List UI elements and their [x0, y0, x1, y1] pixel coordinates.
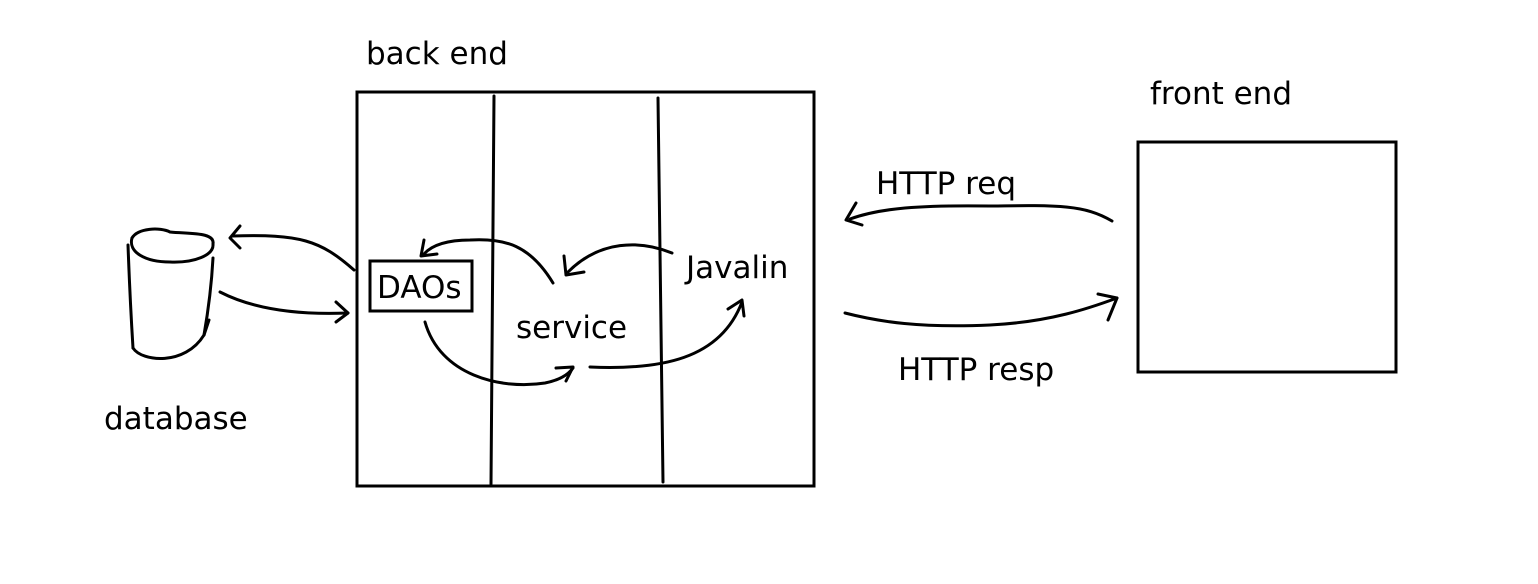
arrow-database-to-daos — [218, 290, 350, 324]
front-end-label: front end — [1150, 76, 1292, 112]
arrow-service-to-daos-line — [422, 238, 555, 285]
arrow-javalin-to-service-head — [562, 254, 586, 277]
layer-divider-service-javalin — [656, 96, 665, 484]
database-label: database — [104, 401, 248, 437]
arrow-service-to-javalin-line — [588, 300, 744, 369]
daos-label: DAOs — [377, 270, 462, 306]
arrow-daos-to-service-line — [423, 320, 575, 387]
back-end-label: back end — [366, 36, 508, 72]
arrow-daos-to-database — [228, 224, 356, 272]
http-resp-label: HTTP resp — [898, 352, 1054, 388]
arrow-daos-to-database-line — [230, 234, 356, 272]
javalin-label: Javalin — [684, 250, 788, 286]
arrow-service-to-daos-head — [419, 238, 439, 258]
arrow-javalin-to-service — [562, 243, 674, 277]
arrow-http-resp-line — [843, 296, 1119, 328]
arrow-http-resp: HTTP resp — [843, 292, 1119, 388]
arrow-service-to-javalin-head — [726, 298, 746, 318]
service-label: service — [516, 310, 627, 346]
database-rim-back — [130, 227, 215, 246]
arrow-http-req-head — [844, 201, 864, 227]
arrow-database-to-daos-line — [218, 290, 350, 315]
arrow-daos-to-database-head — [228, 224, 242, 250]
back-end-group: back end DAOs service Javalin — [355, 36, 816, 488]
database-cylinder-icon — [126, 227, 215, 360]
arrow-database-to-daos-head — [334, 300, 350, 324]
http-req-label: HTTP req — [876, 166, 1016, 202]
front-end-group: front end — [1136, 76, 1398, 374]
database-bottom — [131, 333, 206, 360]
arrow-http-req: HTTP req — [844, 166, 1114, 227]
database-bottom-tick — [202, 318, 211, 337]
arrow-daos-to-service — [423, 320, 575, 387]
arrow-http-req-line — [848, 204, 1114, 223]
arrow-service-to-javalin — [588, 298, 746, 369]
arrow-http-resp-head — [1096, 292, 1119, 322]
front-end-box — [1136, 140, 1398, 374]
layer-divider-daos-service — [489, 94, 496, 486]
arrow-daos-to-service-head — [554, 365, 575, 383]
back-end-box — [355, 90, 816, 488]
arrow-javalin-to-service-line — [566, 243, 674, 274]
database-rim-front — [129, 236, 215, 264]
daos-box — [368, 259, 474, 313]
arrow-service-to-daos — [419, 238, 555, 285]
database-left-wall — [126, 243, 135, 350]
